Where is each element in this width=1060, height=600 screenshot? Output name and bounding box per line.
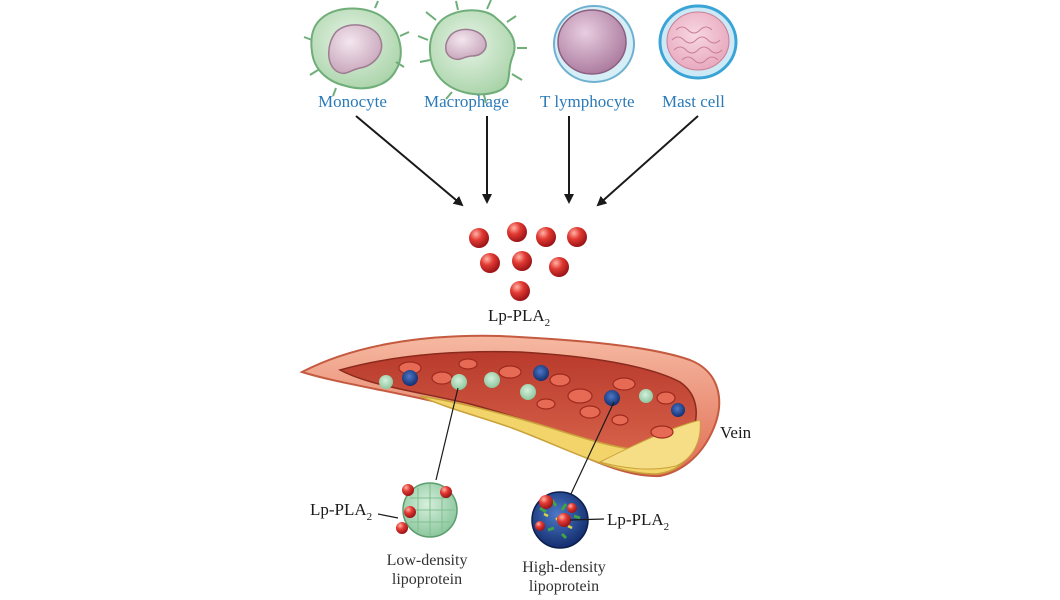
- ldl-leader-line: [435, 387, 459, 481]
- ldl-caption-line2: lipoprotein: [391, 571, 463, 588]
- enzyme-sphere: [549, 257, 569, 277]
- ldl-enzyme-sphere: [402, 484, 414, 496]
- hdl-particles-in-vessel: [402, 365, 685, 417]
- ldl-enzyme-label-main: Lp-PLA: [310, 500, 367, 519]
- enzyme-sphere: [536, 227, 556, 247]
- t-lymphocyte-label: T lymphocyte: [540, 92, 635, 111]
- hdl-caption-line2: lipoprotein: [528, 578, 600, 595]
- ldl-enzyme-sphere: [396, 522, 408, 534]
- hdl-enzyme-leader: [569, 518, 605, 521]
- ldl-enzyme-sphere: [440, 486, 452, 498]
- ldl-enzyme-leader: [377, 513, 399, 519]
- enzyme-sphere: [507, 222, 527, 242]
- arrow-mast-cell: [596, 115, 699, 207]
- hdl-enzyme-sphere: [539, 495, 553, 509]
- hdl-enzyme-label: Lp-PLA2: [607, 510, 670, 533]
- enzyme-sphere: [512, 251, 532, 271]
- arrows: [355, 115, 699, 207]
- lp-pla2-enzyme-cluster: [469, 222, 587, 301]
- lp-pla2-label: Lp-PLA2: [488, 306, 551, 329]
- ldl-enzyme-label: Lp-PLA2: [310, 500, 373, 523]
- hdl-enzyme-sphere: [567, 503, 577, 513]
- hdl-enzyme-sphere: [535, 521, 545, 531]
- monocyte-label: Monocyte: [318, 92, 387, 111]
- enzyme-sphere: [480, 253, 500, 273]
- ldl-enzyme-label-sub: 2: [366, 511, 373, 523]
- vein-vessel: [299, 334, 721, 478]
- red-blood-cells: [398, 358, 676, 439]
- mast-cell-label: Mast cell: [662, 92, 725, 111]
- monocyte-cell-icon: [303, 0, 410, 97]
- ldl-particle-icon: [396, 482, 458, 538]
- hdl-particle-icon: [531, 491, 589, 549]
- hdl-leader-line: [569, 401, 615, 497]
- lp-pla2-label-sub: 2: [544, 317, 551, 329]
- hdl-caption-line1: High-density: [522, 559, 606, 576]
- hdl-caption: High-density lipoprotein: [508, 558, 620, 596]
- hdl-enzyme-sphere: [557, 513, 571, 527]
- macrophage-label: Macrophage: [424, 92, 509, 111]
- enzyme-sphere: [567, 227, 587, 247]
- mast-cell-icon: [658, 4, 738, 80]
- ldl-particles-in-vessel: [379, 372, 653, 403]
- vein-label: Vein: [720, 423, 752, 442]
- ldl-caption: Low-density lipoprotein: [372, 551, 482, 589]
- arrow-monocyte: [355, 115, 464, 207]
- hdl-enzyme-label-main: Lp-PLA: [607, 510, 664, 529]
- macrophage-cell-icon: [417, 0, 527, 104]
- t-lymphocyte-cell-icon: [553, 5, 635, 83]
- hdl-enzyme-label-sub: 2: [663, 521, 670, 533]
- enzyme-sphere: [469, 228, 489, 248]
- ldl-enzyme-sphere: [404, 506, 416, 518]
- ldl-caption-line1: Low-density: [386, 552, 468, 569]
- lp-pla2-label-main: Lp-PLA: [488, 306, 545, 325]
- enzyme-sphere: [510, 281, 530, 301]
